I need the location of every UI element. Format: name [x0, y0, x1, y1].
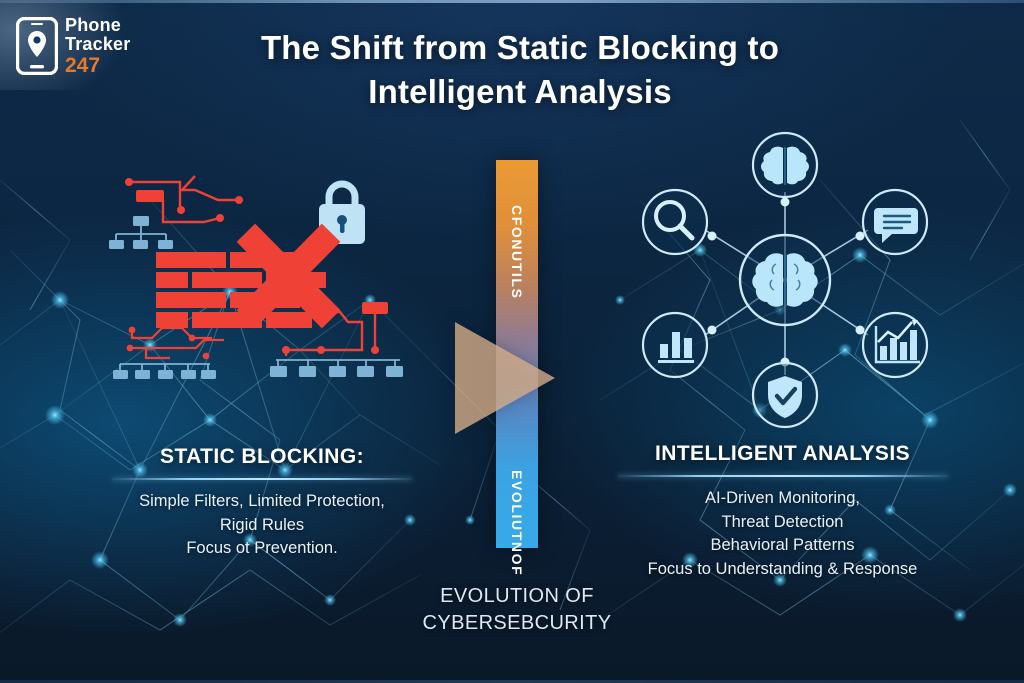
- bar-label-top: CFONUTILS: [509, 205, 525, 300]
- right-heading: INTELLIGENT ANALYSIS: [655, 442, 910, 465]
- chat-message-icon: [861, 188, 929, 256]
- right-divider: [617, 475, 948, 477]
- caption-line-2: CYBERSEBCURITY: [422, 612, 612, 634]
- left-line-2: Rigid Rules: [219, 515, 305, 534]
- logo-number: 247: [65, 54, 101, 77]
- network-tree-bottom-left: [113, 363, 216, 379]
- page-title: The Shift from Static Blocking to Intell…: [200, 26, 840, 114]
- network-tree-top-left: [109, 216, 173, 249]
- logo-line-2: Tracker: [65, 34, 131, 54]
- left-heading: STATIC BLOCKING:: [160, 445, 364, 468]
- right-line-1: AI-Driven Monitoring,: [705, 489, 860, 507]
- title-line-1: The Shift from Static Blocking to: [260, 29, 780, 66]
- title-line-2: Intelligent Analysis: [368, 73, 672, 111]
- static-blocking-illustration: [109, 175, 403, 379]
- logo-line-1: Phone: [65, 15, 122, 35]
- network-tree-bottom-right: [270, 359, 403, 377]
- circuit-lines-red: [130, 175, 242, 224]
- left-line-3: Focus ot Prevention.: [186, 539, 338, 558]
- brain-icon-top: [751, 131, 819, 199]
- transition-arrow-icon: [455, 322, 555, 434]
- right-line-4: Focus to Understanding & Response: [647, 559, 918, 578]
- left-line-1: Simple Filters, Limited Protection,: [139, 492, 385, 510]
- intelligent-analysis-text-block: INTELLIGENT ANALYSIS AI-Driven Monitorin…: [600, 442, 965, 581]
- search-magnifier-icon: [641, 188, 709, 256]
- brand-logo[interactable]: Phone Tracker 247: [16, 16, 130, 76]
- bar-chart-icon: [641, 311, 709, 379]
- brain-icon-center: [738, 233, 832, 327]
- left-divider: [112, 478, 412, 480]
- circuit-lines-bottom-left: [130, 326, 224, 360]
- growth-line-chart-icon: [861, 311, 929, 379]
- right-line-2: Threat Detection: [721, 512, 844, 531]
- caption-line-1: EVOLUTION OF: [440, 585, 594, 607]
- bottom-edge-line: [0, 680, 1024, 683]
- bar-label-bottom: EVOLIUTNOF: [509, 470, 525, 577]
- shield-check-icon: [751, 361, 819, 429]
- phone-location-pin-icon: [16, 17, 58, 75]
- static-blocking-text-block: STATIC BLOCKING: Simple Filters, Limited…: [92, 445, 432, 561]
- block-x-icon: [236, 223, 341, 329]
- top-edge-line: [0, 0, 1024, 3]
- intelligent-analysis-illustration: [641, 131, 929, 429]
- right-line-3: Behavioral Patterns: [710, 536, 855, 555]
- bottom-caption: EVOLUTION OF CYBERSEBCURITY: [389, 583, 645, 637]
